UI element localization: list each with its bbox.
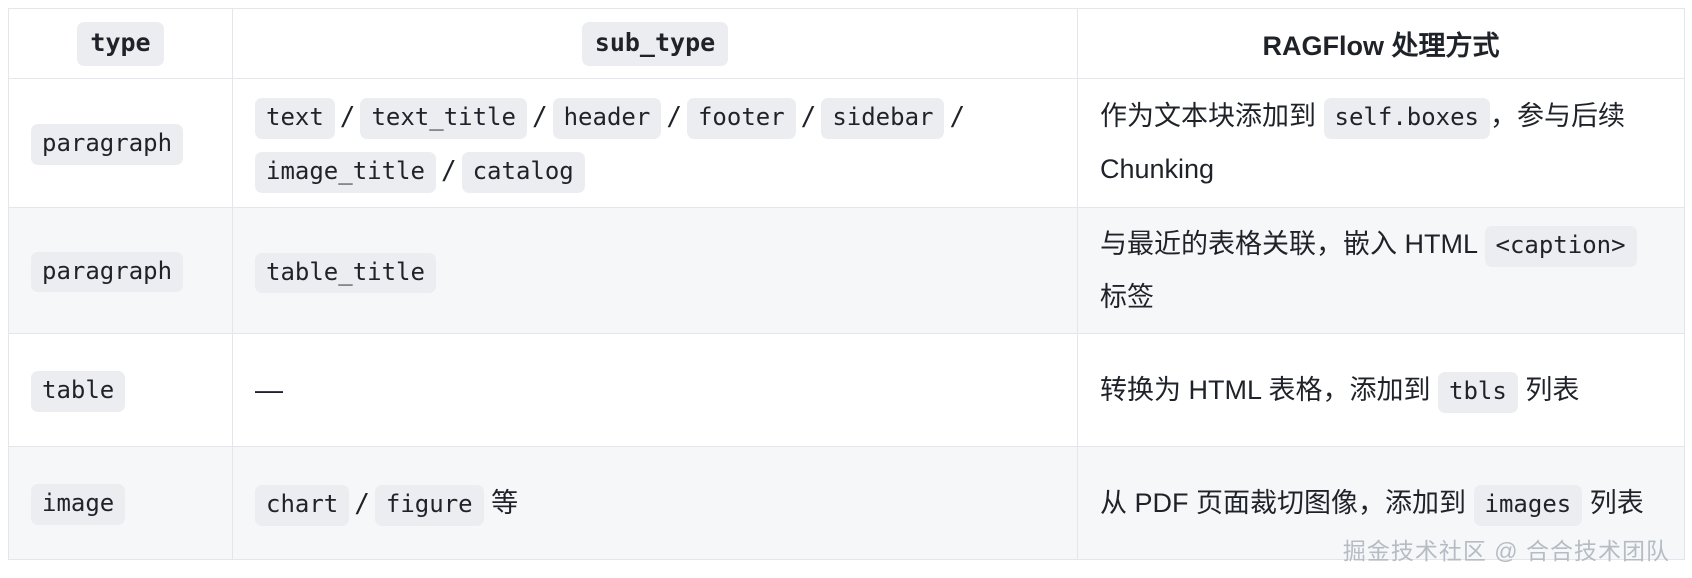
sub-type-separator: / (354, 489, 370, 520)
table-container: type sub_type RAGFlow 处理方式 paragraph text… (8, 8, 1685, 561)
handling-code-chip: images (1473, 484, 1583, 526)
type-subtype-handling-table: type sub_type RAGFlow 处理方式 paragraph text… (8, 8, 1685, 561)
handling-text: 从 PDF 页面裁切图像，添加到 (1100, 487, 1474, 518)
cell-sub-type: chart/figure 等 (232, 446, 1078, 561)
sub-type-chip: chart (255, 485, 350, 526)
column-header-sub-type-chip: sub_type (581, 21, 729, 66)
handling-text: 标签 (1100, 281, 1154, 312)
sub-type-chip: text (255, 98, 335, 139)
cell-handling: 与最近的表格关联，嵌入 HTML <caption> 标签 (1077, 206, 1685, 335)
sub-type-chip: catalog (461, 152, 585, 193)
column-header-type: type (8, 8, 233, 79)
type-chip: image (31, 484, 126, 526)
column-header-handling: RAGFlow 处理方式 (1077, 8, 1685, 79)
sub-type-list: — (255, 362, 1055, 418)
sub-type-chip: image_title (255, 152, 436, 193)
cell-handling: 作为文本块添加到 self.boxes，参与后续 Chunking (1077, 78, 1685, 208)
cell-type: paragraph (8, 78, 233, 208)
table-row: table — 转换为 HTML 表格，添加到 tbls 列表 (8, 333, 1685, 448)
type-chip: paragraph (31, 124, 184, 165)
handling-text: 转换为 HTML 表格，添加到 (1100, 374, 1439, 405)
table-header-row: type sub_type RAGFlow 处理方式 (8, 8, 1685, 79)
handling-text: 作为文本块添加到 (1100, 101, 1324, 132)
handling-text: 列表 (1517, 374, 1580, 405)
handling-text: 列表 (1582, 487, 1644, 518)
cell-sub-type: table_title (232, 206, 1078, 335)
cell-type: table (8, 333, 233, 448)
sub-type-list: text/text_title/header/footer/sidebar/im… (255, 89, 1055, 197)
type-chip: table (31, 371, 126, 413)
sub-type-list: chart/figure 等 (255, 476, 1055, 530)
handling-text: 与最近的表格关联，嵌入 HTML (1100, 229, 1485, 259)
column-header-type-chip: type (77, 21, 164, 66)
cell-sub-type: text/text_title/header/footer/sidebar/im… (232, 78, 1078, 208)
type-chip: paragraph (31, 251, 184, 293)
table-row: paragraph table_title 与最近的表格关联，嵌入 HTML <ca… (8, 206, 1685, 335)
sub-type-separator: / (531, 102, 548, 132)
handling-code-chip: self.boxes (1323, 98, 1491, 140)
handling-description: 从 PDF 页面裁切图像，添加到 images 列表 (1100, 477, 1662, 530)
sub-type-list: table_title (255, 244, 1055, 298)
handling-code-chip: tbls (1438, 371, 1518, 413)
table-head: type sub_type RAGFlow 处理方式 (8, 8, 1685, 79)
sub-type-none-dash: — (255, 374, 283, 406)
column-header-sub-type: sub_type (232, 8, 1078, 79)
cell-sub-type: — (232, 333, 1078, 448)
sub-type-chip: header (552, 98, 662, 139)
cell-type: image (8, 446, 233, 561)
cell-handling: 从 PDF 页面裁切图像，添加到 images 列表 (1077, 446, 1685, 561)
sub-type-separator: / (339, 102, 356, 132)
sub-type-separator: / (440, 156, 457, 186)
sub-type-suffix: 等 (483, 488, 519, 519)
sub-type-chip: figure (374, 485, 484, 526)
handling-text: ，参与后续 Chunking (1100, 101, 1626, 184)
handling-description: 转换为 HTML 表格，添加到 tbls 列表 (1100, 364, 1662, 417)
sub-type-chip: sidebar (821, 98, 945, 139)
handling-description: 与最近的表格关联，嵌入 HTML <caption> 标签 (1100, 218, 1662, 323)
sub-type-chip: footer (686, 98, 796, 139)
handling-code-chip: <caption> (1484, 226, 1637, 267)
cell-handling: 转换为 HTML 表格，添加到 tbls 列表 (1077, 333, 1685, 448)
sub-type-separator: / (800, 102, 817, 132)
sub-type-chip: table_title (255, 252, 436, 294)
watermark: 掘金技术社区 @ 合合技术团队 (1342, 538, 1670, 564)
sub-type-separator: / (949, 102, 966, 132)
handling-description: 作为文本块添加到 self.boxes，参与后续 Chunking (1100, 90, 1662, 195)
sub-type-chip: text_title (360, 98, 527, 139)
cell-type: paragraph (8, 206, 233, 335)
sub-type-separator: / (666, 102, 682, 132)
